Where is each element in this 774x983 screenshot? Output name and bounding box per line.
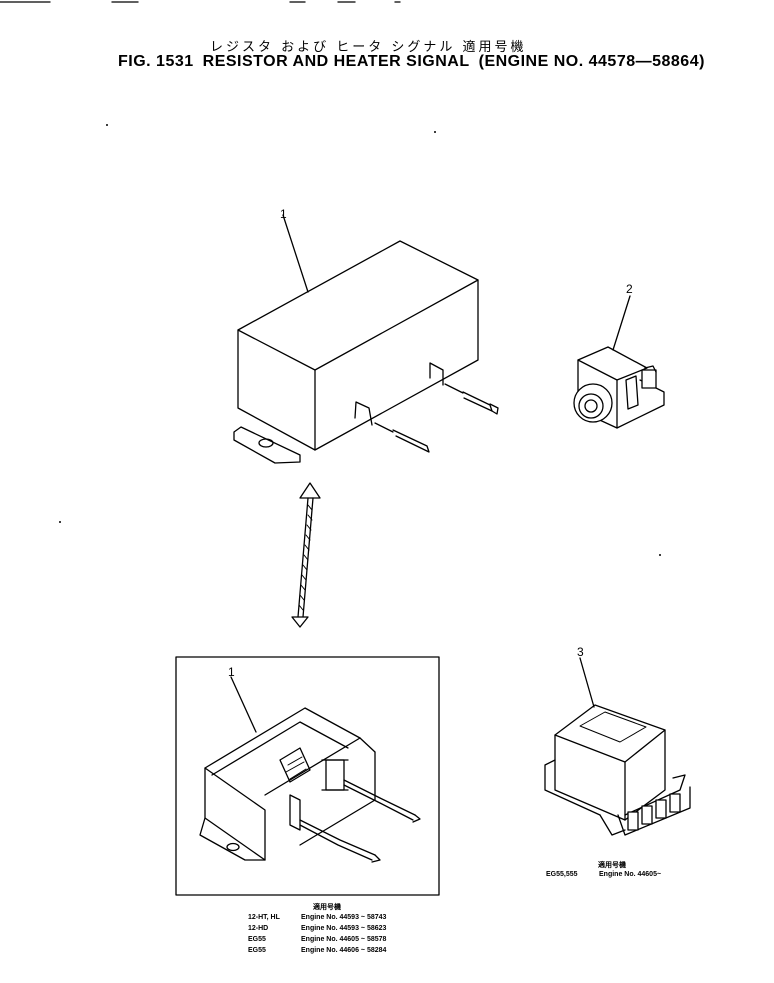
engine-range: (ENGINE NO. 44578—58864): [478, 53, 705, 70]
figure-number: FIG. 1531: [118, 53, 194, 70]
scan-specks: [59, 124, 661, 556]
callout-1: 1: [280, 207, 287, 221]
callout-2: 2: [626, 282, 633, 296]
applicability-row: 12-HD Engine No. 44593 ~ 58623: [248, 925, 386, 932]
figure-name: RESISTOR AND HEATER SIGNAL: [202, 53, 470, 70]
callout-3: 3: [577, 645, 584, 659]
callout-1-detail: 1: [228, 665, 235, 679]
model: 12-HT, HL: [248, 914, 280, 921]
resistor-box-part: [233, 214, 499, 464]
detail-frame: [175, 656, 440, 896]
model: 12-HD: [248, 925, 269, 932]
heater-signal-part: [573, 295, 665, 429]
model: EG55: [248, 947, 266, 954]
figure-title: FIG. 1531 RESISTOR AND HEATER SIGNAL (ENGI…: [118, 53, 714, 71]
applicability-row: EG55 Engine No. 44606 ~ 58284: [248, 947, 386, 954]
detail-arrow: [291, 482, 321, 628]
engine-range: Engine No. 44593 ~ 58743: [301, 914, 387, 921]
model: EG55,555: [546, 871, 578, 878]
applicability-row: 12-HT, HL Engine No. 44593 ~ 58743: [248, 914, 386, 921]
engine-range: Engine No. 44606 ~ 58284: [301, 947, 387, 954]
applicability-row: EG55,555 Engine No. 44605~: [546, 871, 661, 878]
japanese-title: レジスタ および ヒータ シグナル 適用号機: [210, 40, 527, 55]
applicability-heading: 適用号機: [313, 903, 341, 911]
engine-range: Engine No. 44605~: [599, 871, 662, 878]
engine-range: Engine No. 44593 ~ 58623: [301, 925, 387, 932]
relay-unit-part: [544, 657, 691, 836]
engine-range: Engine No. 44605 ~ 58578: [301, 936, 387, 943]
applicability-row: EG55 Engine No. 44605 ~ 58578: [248, 936, 386, 943]
applicability-heading: 適用号機: [598, 861, 626, 869]
model: EG55: [248, 936, 266, 943]
resistor-cutaway-part: [199, 676, 421, 863]
